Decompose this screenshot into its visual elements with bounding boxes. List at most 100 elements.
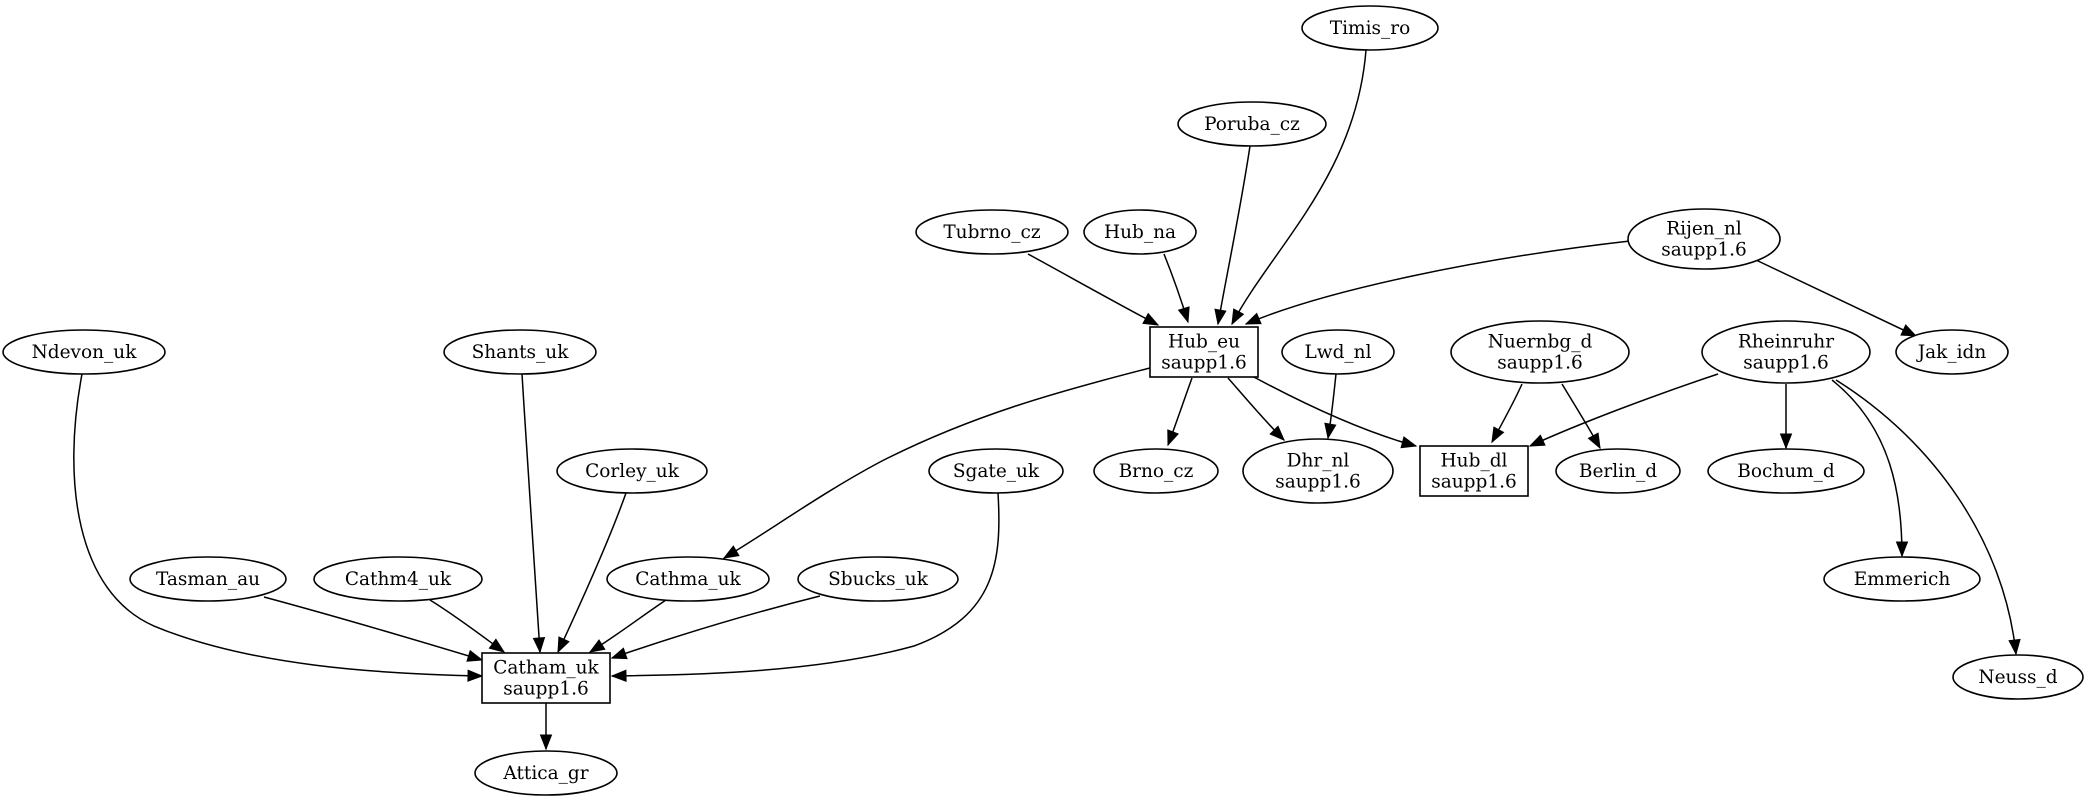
node-lwd-nl[interactable]: Lwd_nl <box>1281 329 1395 375</box>
edge-cathma_uk-to-catham_uk <box>588 599 667 653</box>
edge-tubrno_cz-to-hub_eu <box>1027 253 1160 326</box>
edge-line <box>1027 253 1159 326</box>
edge-line <box>73 373 483 677</box>
edge-line <box>611 595 821 659</box>
edge-hub_eu-to-brno_cz <box>1167 377 1193 447</box>
node-label: Rijen_nl <box>1666 219 1742 240</box>
edge-ndevon_uk-to-catham_uk <box>73 373 484 682</box>
node-berlin-d[interactable]: Berlin_d <box>1555 448 1681 494</box>
node-label: Hub_dl <box>1441 451 1508 472</box>
edge-line <box>1755 259 1917 337</box>
node-ellipse <box>443 329 597 375</box>
node-neuss-d[interactable]: Neuss_d <box>1952 654 2084 700</box>
arrowhead-icon <box>1324 422 1337 440</box>
arrowhead-icon <box>532 637 546 654</box>
node-label: saupp1.6 <box>1161 353 1247 374</box>
node-label: Rheinruhr <box>1738 332 1834 353</box>
arrowhead-icon <box>588 639 606 653</box>
arrowhead-icon <box>1244 312 1262 325</box>
arrowhead-icon <box>539 734 553 751</box>
arrowhead-icon <box>1895 541 1909 558</box>
node-tasman-au[interactable]: Tasman_au <box>129 556 287 602</box>
node-box <box>481 652 611 704</box>
node-bochum-d[interactable]: Bochum_d <box>1707 448 1865 494</box>
node-emmerich[interactable]: Emmerich <box>1823 556 1981 602</box>
edge-rheinruhr-to-emmerich <box>1831 379 1909 558</box>
edge-hub_eu-to-dhr_nl <box>1227 377 1285 441</box>
node-timis-ro[interactable]: Timis_ro <box>1301 5 1439 51</box>
node-label: Emmerich <box>1854 569 1951 590</box>
node-ellipse <box>313 556 483 602</box>
node-ellipse <box>1301 5 1439 51</box>
node-label: Sbucks_uk <box>828 569 929 590</box>
edge-line <box>1217 145 1251 325</box>
node-label: saupp1.6 <box>1275 472 1361 493</box>
edge-nuernbg_d-to-hub_dl <box>1491 383 1523 444</box>
edge-hub_eu-to-hub_dl <box>1251 375 1418 449</box>
node-ellipse <box>556 448 708 494</box>
node-ellipse <box>1083 209 1197 255</box>
arrowhead-icon <box>1900 324 1918 337</box>
edge-hub_eu-to-cathma_uk <box>722 367 1151 559</box>
arrowhead-icon <box>722 545 740 559</box>
node-sgate-uk[interactable]: Sgate_uk <box>928 448 1064 494</box>
edge-rijen_nl-to-jak_idn <box>1755 259 1918 337</box>
node-shants-uk[interactable]: Shants_uk <box>443 329 597 375</box>
node-label: Hub_eu <box>1168 332 1240 353</box>
node-brno-cz[interactable]: Brno_cz <box>1093 448 1219 494</box>
node-label: Bochum_d <box>1737 461 1835 482</box>
node-ellipse <box>1823 556 1981 602</box>
node-cathma-uk[interactable]: Cathma_uk <box>606 556 770 602</box>
node-label: Catham_uk <box>493 658 599 679</box>
node-ndevon-uk[interactable]: Ndevon_uk <box>2 329 166 375</box>
node-label: saupp1.6 <box>503 679 589 700</box>
arrowhead-icon <box>1491 426 1505 444</box>
node-sbucks-uk[interactable]: Sbucks_uk <box>797 556 959 602</box>
edge-line <box>557 492 627 653</box>
edge-shants_uk-to-catham_uk <box>521 373 546 654</box>
node-jak-idn[interactable]: Jak_idn <box>1895 329 2009 375</box>
edge-tasman_au-to-catham_uk <box>263 596 484 662</box>
edge-nuernbg_d-to-berlin_d <box>1561 383 1601 450</box>
edge-line <box>1251 375 1417 447</box>
node-attica-gr[interactable]: Attica_gr <box>474 750 618 796</box>
edge-line <box>1831 379 1903 557</box>
node-ellipse <box>1450 320 1630 384</box>
edge-line <box>263 596 483 661</box>
node-ellipse <box>129 556 287 602</box>
node-label: Nuernbg_d <box>1488 332 1593 353</box>
node-ellipse <box>1952 654 2084 700</box>
node-label: saupp1.6 <box>1661 240 1747 261</box>
arrowhead-icon <box>1231 308 1245 326</box>
node-label: Cathma_uk <box>635 569 741 590</box>
node-label: Tubrno_cz <box>943 222 1041 243</box>
arrowhead-icon <box>1167 429 1179 447</box>
arrowhead-icon <box>1528 434 1546 447</box>
node-label: Poruba_cz <box>1204 114 1300 135</box>
node-label: saupp1.6 <box>1497 353 1583 374</box>
node-label: Tasman_au <box>156 569 260 590</box>
node-ellipse <box>1701 320 1871 384</box>
arrowhead-icon <box>610 669 627 683</box>
node-corley-uk[interactable]: Corley_uk <box>556 448 708 494</box>
node-tubrno-cz[interactable]: Tubrno_cz <box>915 209 1069 255</box>
node-label: saupp1.6 <box>1743 353 1829 374</box>
arrowhead-icon <box>466 649 484 662</box>
arrowhead-icon <box>1142 312 1160 326</box>
node-ellipse <box>1093 448 1219 494</box>
node-hub-na[interactable]: Hub_na <box>1083 209 1197 255</box>
edge-line <box>1245 240 1631 325</box>
node-poruba-cz[interactable]: Poruba_cz <box>1177 101 1327 147</box>
edge-sgate_uk-to-catham_uk <box>610 492 1000 683</box>
edge-sbucks_uk-to-catham_uk <box>610 595 821 660</box>
node-cathm4-uk[interactable]: Cathm4_uk <box>313 556 483 602</box>
node-label: Brno_cz <box>1119 461 1194 482</box>
arrowhead-icon <box>2008 638 2021 656</box>
